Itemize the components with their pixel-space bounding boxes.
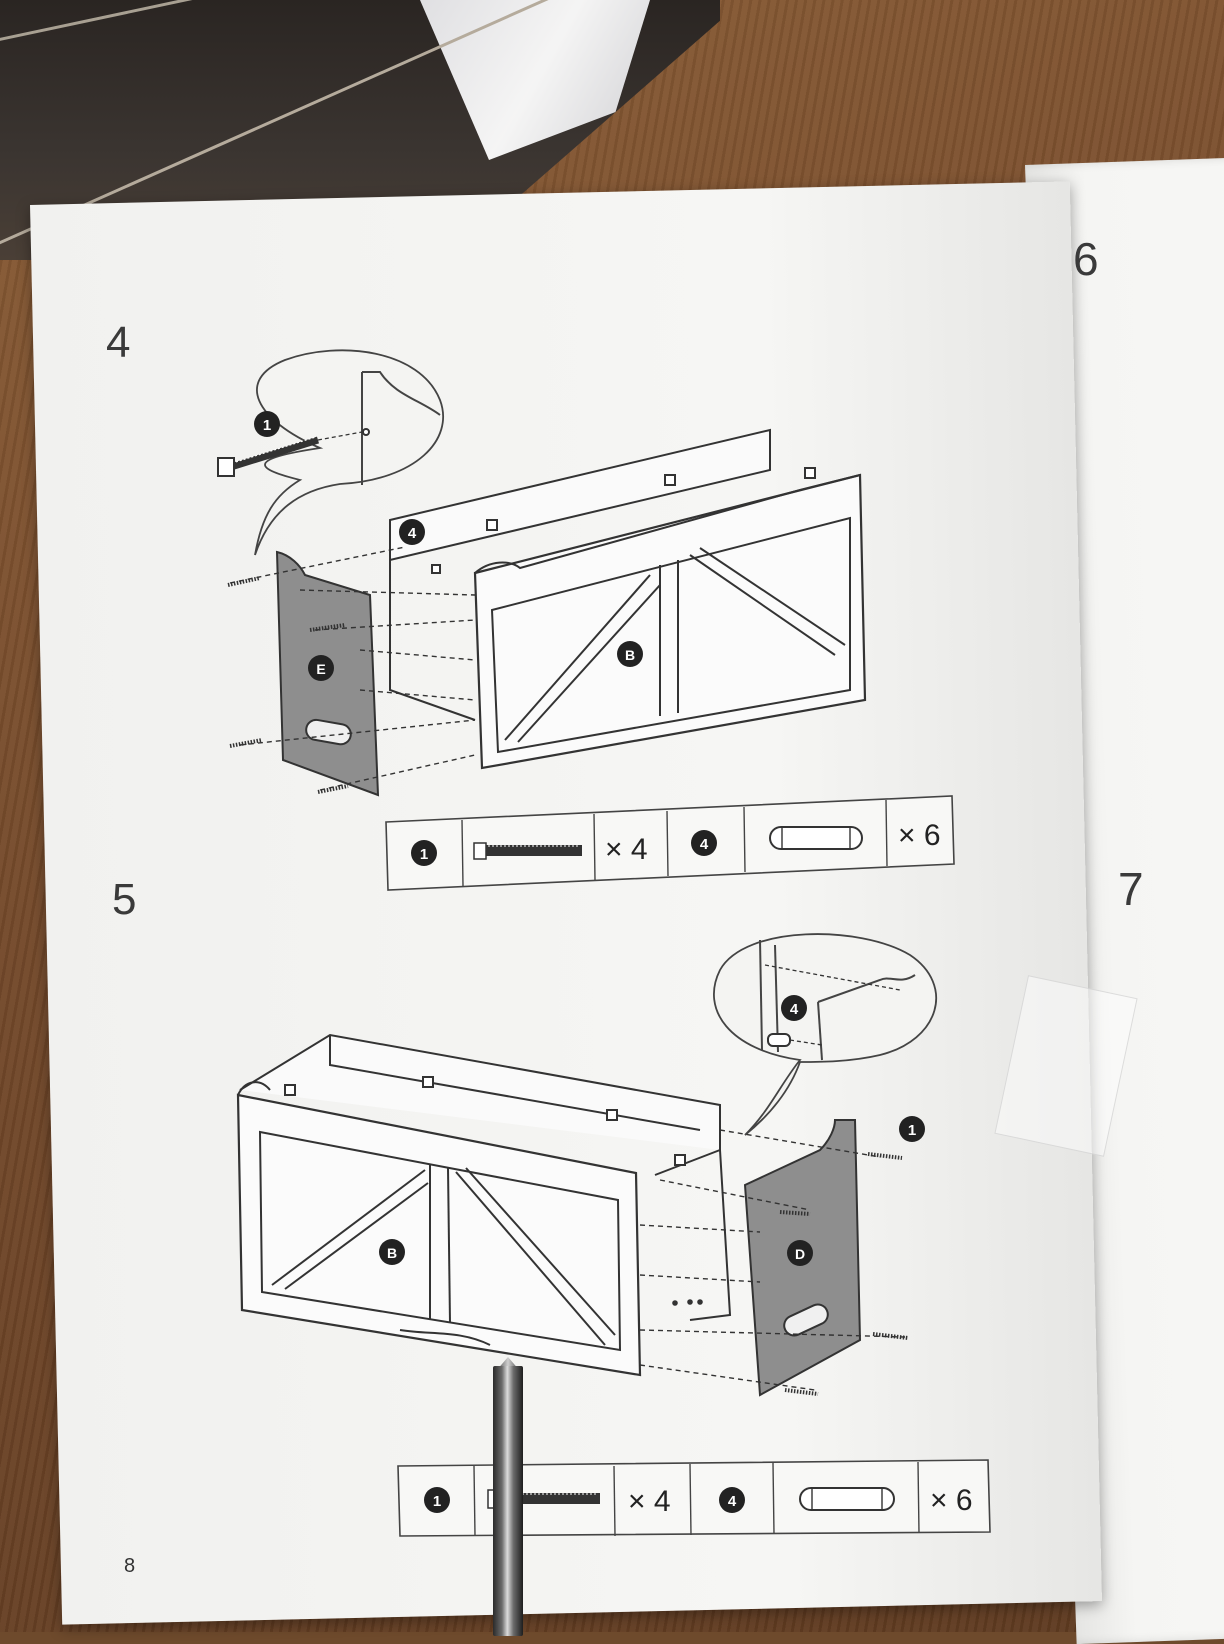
step-4-illustration (217, 349, 867, 797)
panel-e-label: E (316, 661, 325, 677)
step-5-illustration (236, 933, 937, 1397)
screw-icon (217, 436, 320, 477)
step-4-callout (217, 349, 445, 556)
panel-b-label: B (625, 647, 635, 663)
front-panel-b (236, 1081, 642, 1377)
dowel-icon (769, 826, 863, 850)
step-7-number: 7 (1118, 863, 1144, 915)
callout-part-1-label: 1 (263, 417, 271, 434)
hardware-part-1-label: 1 (420, 846, 428, 863)
panel-b-label: B (387, 1245, 397, 1261)
step-5-callout (713, 933, 937, 1136)
dowel-icon (799, 1487, 895, 1511)
hardware-part-1-label: 1 (433, 1493, 441, 1510)
step-4-number: 4 (106, 318, 131, 367)
hardware-part-4-label: 4 (700, 836, 709, 853)
hardware-dowel-quantity: × 6 (898, 819, 941, 852)
screw-icon (473, 842, 582, 860)
screwdriver-shaft (493, 1366, 523, 1636)
step-5-badges: 4 1 B D (379, 995, 925, 1266)
hardware-part-4-label: 4 (728, 1493, 737, 1510)
dowel-part-4-label: 4 (408, 525, 417, 542)
step-4-hardware-box: 1 × 4 4 × 6 (385, 795, 955, 891)
step-5-guide-lines (639, 1129, 906, 1391)
step-5-hardware-box: 1 × 4 4 × 6 (397, 1459, 991, 1537)
step-5-number: 5 (112, 875, 137, 924)
panel-d-label: D (795, 1246, 805, 1262)
callout-part-4-label: 4 (790, 1001, 799, 1018)
hardware-screw-quantity: × 4 (605, 833, 648, 866)
step-4-badges: 1 4 E B (254, 411, 643, 681)
screw-part-1-label: 1 (908, 1122, 916, 1139)
hardware-screw-quantity: × 4 (628, 1485, 671, 1518)
step-4-guide-lines (229, 546, 476, 791)
front-panel-b (473, 473, 867, 770)
page-number: 8 (124, 1555, 136, 1577)
hardware-dowel-quantity: × 6 (930, 1484, 973, 1517)
step-6-number: 6 (1073, 233, 1099, 285)
